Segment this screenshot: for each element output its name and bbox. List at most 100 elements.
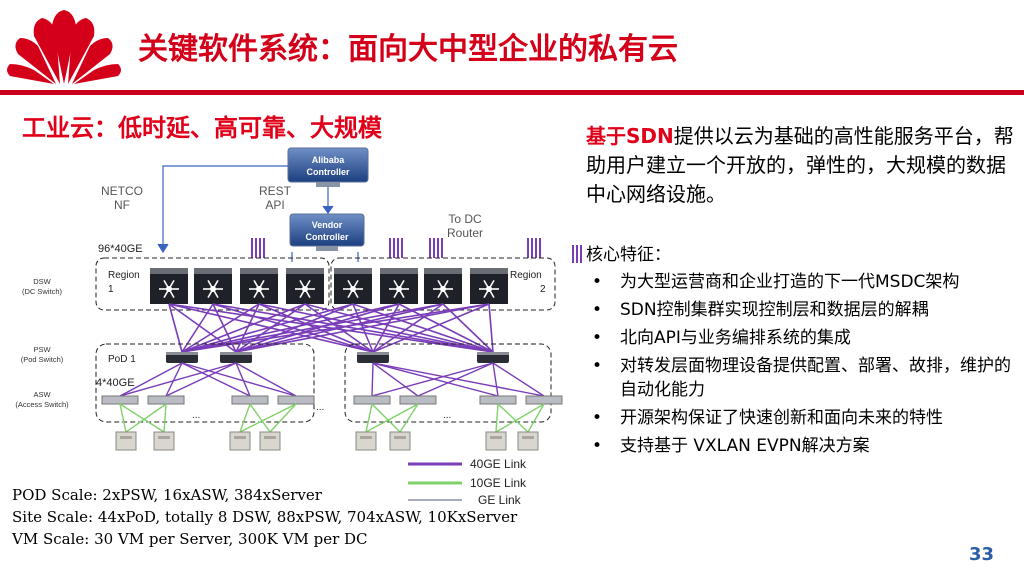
list-item: • 开源架构保证了快速创新和面向未来的特性 <box>592 406 1016 430</box>
asw-ellipsis-2: ... <box>443 410 451 421</box>
features-title-text: 核心特征： <box>586 245 671 265</box>
server-icon <box>115 431 137 451</box>
legend-ge-label: GE Link <box>478 493 522 507</box>
feature-list: • 为大型运营商和企业打造的下一代MSDC架构 • SDN控制集群实现控制层和数据层… <box>592 270 1016 462</box>
dsw-layer-desc: (DC Switch) <box>22 287 63 296</box>
feature-text: 对转发层面物理设备提供配置、部署、故排，维护的自动化能力 <box>620 356 1011 400</box>
dsw-link-label: 96*40GE <box>98 243 143 255</box>
bars-icon <box>572 245 584 263</box>
vm-scale-text: VM Scale: 30 VM per Server, 300K VM per … <box>12 530 368 548</box>
region-1-label-line1: Region <box>108 270 140 281</box>
features-title: 核心特征： <box>572 240 671 265</box>
dsw-switch-icon <box>470 268 508 304</box>
feature-text: 北向API与业务编排系统的集成 <box>620 328 851 348</box>
rest-label-line1: REST <box>259 184 292 198</box>
list-item: • 为大型运营商和企业打造的下一代MSDC架构 <box>592 270 1016 294</box>
server-icon <box>485 431 507 451</box>
intro-paragraph: 基于SDN提供以云为基础的高性能服务平台，帮助用户建立一个开放的，弹性的，大规模… <box>586 122 1022 209</box>
bullet-icon: • <box>592 300 603 320</box>
bullet-icon: • <box>592 272 603 292</box>
psw-layer-desc: (Pod Switch) <box>21 355 64 364</box>
server-icon <box>259 431 281 451</box>
server-icon <box>153 431 175 451</box>
list-item: • 支持基于 VXLAN EVPN解决方案 <box>592 434 1016 458</box>
asw-switch-icon <box>399 395 437 405</box>
asw-layer-desc: (Access Switch) <box>15 400 69 409</box>
intro-highlight: 基于SDN <box>586 124 674 148</box>
dsw-layer-label: DSW <box>33 277 51 286</box>
vendor-controller: Vendor Controller <box>289 213 365 251</box>
diagram-heading: 工业云：低时延、高可靠、大规模 <box>22 114 382 142</box>
feature-text: 支持基于 VXLAN EVPN解决方案 <box>620 436 870 456</box>
bullet-icon: • <box>592 328 603 348</box>
dsw-switch-icon <box>150 268 188 304</box>
to-dc-label-line2: Router <box>447 226 483 240</box>
network-topology-diagram: Alibaba Controller Vendor Controller NET… <box>15 147 563 507</box>
alibaba-controller-line1: Alibaba <box>312 155 346 165</box>
region-1-label-line2: 1 <box>108 284 114 295</box>
link-legend: 40GE Link 10GE Link GE Link <box>408 457 527 507</box>
psw-switch-icon <box>357 352 389 363</box>
list-item: • 对转发层面物理设备提供配置、部署、故排，维护的自动化能力 <box>592 354 1016 402</box>
to-dc-label-line1: To DC <box>448 212 482 226</box>
psw-switch-icon <box>166 352 198 363</box>
controller-connections <box>157 165 359 262</box>
title-bar <box>0 0 1024 90</box>
site-scale-text: Site Scale: 44xPoD, totally 8 DSW, 88xPS… <box>12 508 518 526</box>
dsw-switch-icon <box>334 268 372 304</box>
asw-switch-icon <box>147 395 185 405</box>
psw-layer-label: PSW <box>33 345 51 354</box>
asw-switch-icon <box>101 395 139 405</box>
vendor-controller-line2: Controller <box>305 232 348 242</box>
asw-switch-icon <box>277 395 315 405</box>
feature-text: 为大型运营商和企业打造的下一代MSDC架构 <box>620 272 960 292</box>
dsw-switches <box>150 268 508 304</box>
pod-1-label: PoD 1 <box>108 354 136 365</box>
dsw-switch-icon <box>194 268 232 304</box>
dsw-switch-icon <box>240 268 278 304</box>
pod-scale-text: POD Scale: 2xPSW, 16xASW, 384xServer <box>12 486 322 504</box>
asw-switch-icon <box>231 395 269 405</box>
legend-10ge-label: 10GE Link <box>470 476 527 490</box>
region-2-label-line1: Region <box>510 270 542 281</box>
uplink-bundles <box>251 238 541 258</box>
bullet-icon: • <box>592 408 603 428</box>
asw-switch-icon <box>353 395 391 405</box>
legend-40ge-label: 40GE Link <box>470 457 527 471</box>
server-icon <box>389 431 411 451</box>
pod-1-box <box>95 343 315 423</box>
title-divider <box>0 90 1024 95</box>
netco-label-line1: NETCO <box>101 184 143 198</box>
server-icon <box>517 431 539 451</box>
dsw-switch-icon <box>424 268 462 304</box>
dsw-switch-icon <box>286 268 324 304</box>
pod-ellipsis: ... <box>316 402 324 413</box>
bullet-icon: • <box>592 356 603 376</box>
intro-text: 提供以云为基础的高性能服务平台，帮助用户建立一个开放的，弹性的，大规模的数据中心… <box>586 124 1014 206</box>
dsw-switch-icon <box>380 268 418 304</box>
bullet-icon: • <box>592 436 603 456</box>
pod-internals <box>101 352 563 451</box>
region-2-label-line2: 2 <box>540 284 546 295</box>
server-icon <box>355 431 377 451</box>
list-item: • 北向API与业务编排系统的集成 <box>592 326 1016 350</box>
psw-switch-icon <box>220 352 252 363</box>
server-icon <box>229 431 251 451</box>
huawei-logo-icon <box>7 10 121 84</box>
dsw-psw-links <box>168 303 494 353</box>
asw-layer-label: ASW <box>33 390 51 399</box>
alibaba-controller-line2: Controller <box>306 167 349 177</box>
asw-ellipsis-1: ... <box>192 410 200 421</box>
feature-text: SDN控制集群实现控制层和数据层的解耦 <box>620 300 929 320</box>
pod-n-box <box>344 343 552 423</box>
feature-text: 开源架构保证了快速创新和面向未来的特性 <box>620 408 943 428</box>
list-item: • SDN控制集群实现控制层和数据层的解耦 <box>592 298 1016 322</box>
slide-title: 关键软件系统：面向大中型企业的私有云 <box>138 32 678 67</box>
asw-switch-icon <box>525 395 563 405</box>
region-2-box <box>330 257 556 311</box>
asw-link-label: 4*40GE <box>96 377 135 389</box>
psw-switch-icon <box>477 352 509 363</box>
page-number: 33 <box>968 544 994 565</box>
rest-label-line2: API <box>265 198 284 212</box>
vendor-controller-line1: Vendor <box>312 220 343 230</box>
